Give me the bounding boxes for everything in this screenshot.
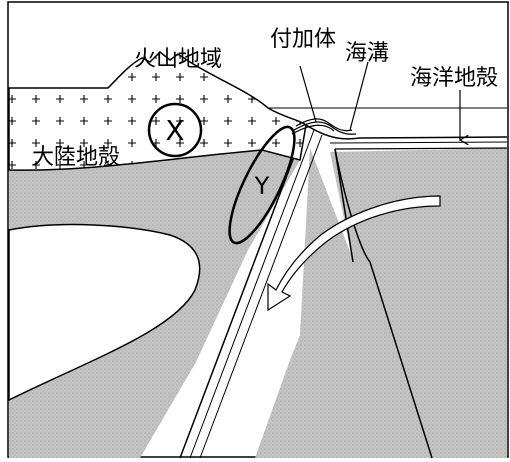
accretion-layer-1 <box>295 118 353 132</box>
oceanic-crust-label: 海洋地殻 <box>410 66 498 91</box>
accretion-leader <box>299 65 317 123</box>
accretionary-prism-label: 付加体 <box>270 27 336 52</box>
ocean-crust-layer <box>329 141 508 144</box>
slab-crust-bottom-line <box>199 134 323 459</box>
slab-crust-inner-line <box>189 129 315 459</box>
continental-crust-label: 大陸地殻 <box>32 145 120 170</box>
slab-bend-edge <box>334 148 354 263</box>
trench-leader <box>349 61 369 131</box>
magma-region <box>8 223 201 402</box>
ocean-crust-base <box>334 147 508 150</box>
oceanic-mantle <box>330 148 507 458</box>
ocean-crust-top <box>305 124 508 140</box>
trench-label: 海溝 <box>345 41 389 66</box>
region-y-label: Y <box>254 172 270 200</box>
accretion-layer-2 <box>293 121 357 135</box>
region-x-circle <box>147 102 203 158</box>
volcanic-region-label: 火山地域 <box>134 47 222 72</box>
plate-motion-arrow <box>267 195 441 312</box>
slab-interior <box>255 148 432 458</box>
region-x-label: X <box>165 114 184 147</box>
region-y-ellipse <box>228 125 296 245</box>
accretion-layer-3 <box>291 124 335 135</box>
